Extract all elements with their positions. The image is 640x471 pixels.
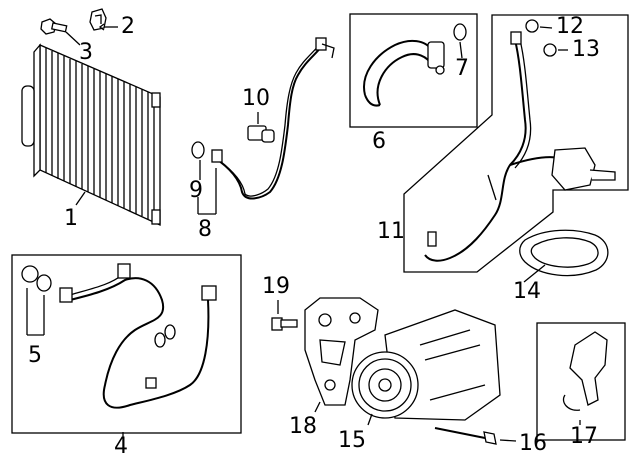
compressor-bracket-drawing (304, 297, 379, 406)
callout-6: 6 (372, 129, 386, 154)
bolt-drawing-16 (434, 427, 497, 445)
callout-4: 4 (114, 434, 128, 459)
connector-drawing (562, 331, 608, 411)
o-ring-drawing-12 (525, 19, 539, 33)
callout-2: 2 (121, 14, 135, 39)
box-frame-4 (11, 254, 242, 434)
callout-1: 1 (64, 206, 78, 231)
callout-16: 16 (519, 431, 547, 456)
line-assembly-drawing (424, 31, 616, 262)
callout-9: 9 (189, 178, 203, 203)
leader-lines (26, 23, 581, 442)
callout-18: 18 (289, 414, 317, 439)
box-frame-11 (403, 14, 629, 273)
callout-11: 11 (377, 219, 405, 244)
box-frame-17 (536, 322, 626, 441)
callout-17: 17 (570, 424, 598, 449)
o-ring-drawing-5b (36, 274, 52, 292)
o-ring-drawing-9 (191, 141, 205, 159)
callout-19: 19 (262, 274, 290, 299)
hose-group-drawing (59, 263, 217, 409)
bolt-drawing-3 (40, 18, 68, 35)
bracket-drawing (89, 8, 107, 31)
callout-3: 3 (79, 40, 93, 65)
callout-15: 15 (338, 428, 366, 453)
condenser-drawing (21, 43, 161, 227)
callout-13: 13 (572, 37, 600, 62)
callout-8: 8 (198, 217, 212, 242)
pressure-switch-drawing (247, 125, 275, 143)
callout-14: 14 (513, 279, 541, 304)
o-ring-drawing-13 (543, 43, 557, 57)
callout-10: 10 (242, 86, 270, 111)
gasket-drawing (519, 229, 609, 277)
suction-hose-drawing (363, 39, 445, 107)
liquid-line-drawing (211, 37, 335, 200)
o-ring-drawing-5a (21, 265, 39, 283)
compressor-drawing (351, 309, 501, 421)
callout-7: 7 (455, 56, 469, 81)
callout-5: 5 (28, 343, 42, 368)
o-ring-drawing-7 (453, 23, 467, 41)
callout-12: 12 (556, 14, 584, 39)
box-frame-6 (349, 13, 478, 128)
bolt-drawing-19 (271, 317, 298, 331)
